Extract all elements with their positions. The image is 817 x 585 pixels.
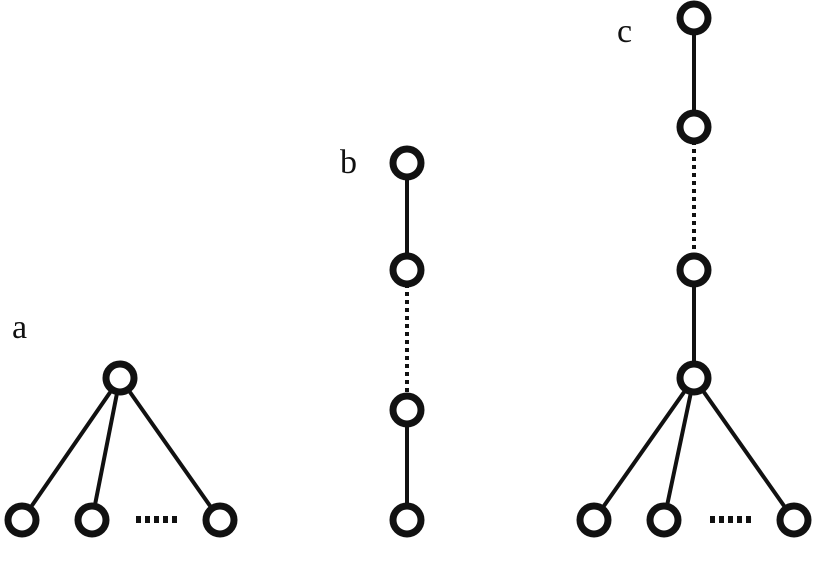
ellipsis-c — [710, 516, 751, 523]
panel-label-a: a — [12, 309, 27, 346]
node-c-3 — [676, 252, 712, 288]
node-c-leaf-1 — [576, 502, 612, 538]
edge-c-hub-leaf-3 — [692, 376, 796, 522]
node-c-1 — [676, 0, 712, 36]
panel-a: a — [4, 309, 238, 538]
node-c-leaf-3 — [776, 502, 812, 538]
node-a-leaf-1 — [4, 502, 40, 538]
node-c-leaf-2 — [646, 502, 682, 538]
panel-c: c — [576, 0, 812, 538]
panel-b: b — [340, 144, 425, 538]
edge-a-hub-leaf-2 — [90, 376, 122, 522]
edge-c-hub-leaf-1 — [592, 376, 696, 522]
panel-label-b: b — [340, 144, 357, 181]
edge-a-hub-leaf-3 — [118, 376, 222, 522]
node-c-hub — [676, 360, 712, 396]
ellipsis-a — [136, 516, 177, 523]
node-a-leaf-2 — [74, 502, 110, 538]
edge-a-hub-leaf-1 — [20, 376, 122, 522]
node-c-2 — [676, 109, 712, 145]
node-b-2 — [389, 252, 425, 288]
edge-c-hub-leaf-2 — [662, 376, 696, 522]
node-b-3 — [389, 392, 425, 428]
panel-label-c: c — [617, 13, 632, 50]
node-b-1 — [389, 145, 425, 181]
node-b-4 — [389, 502, 425, 538]
node-a-leaf-3 — [202, 502, 238, 538]
node-a-hub — [102, 360, 138, 396]
